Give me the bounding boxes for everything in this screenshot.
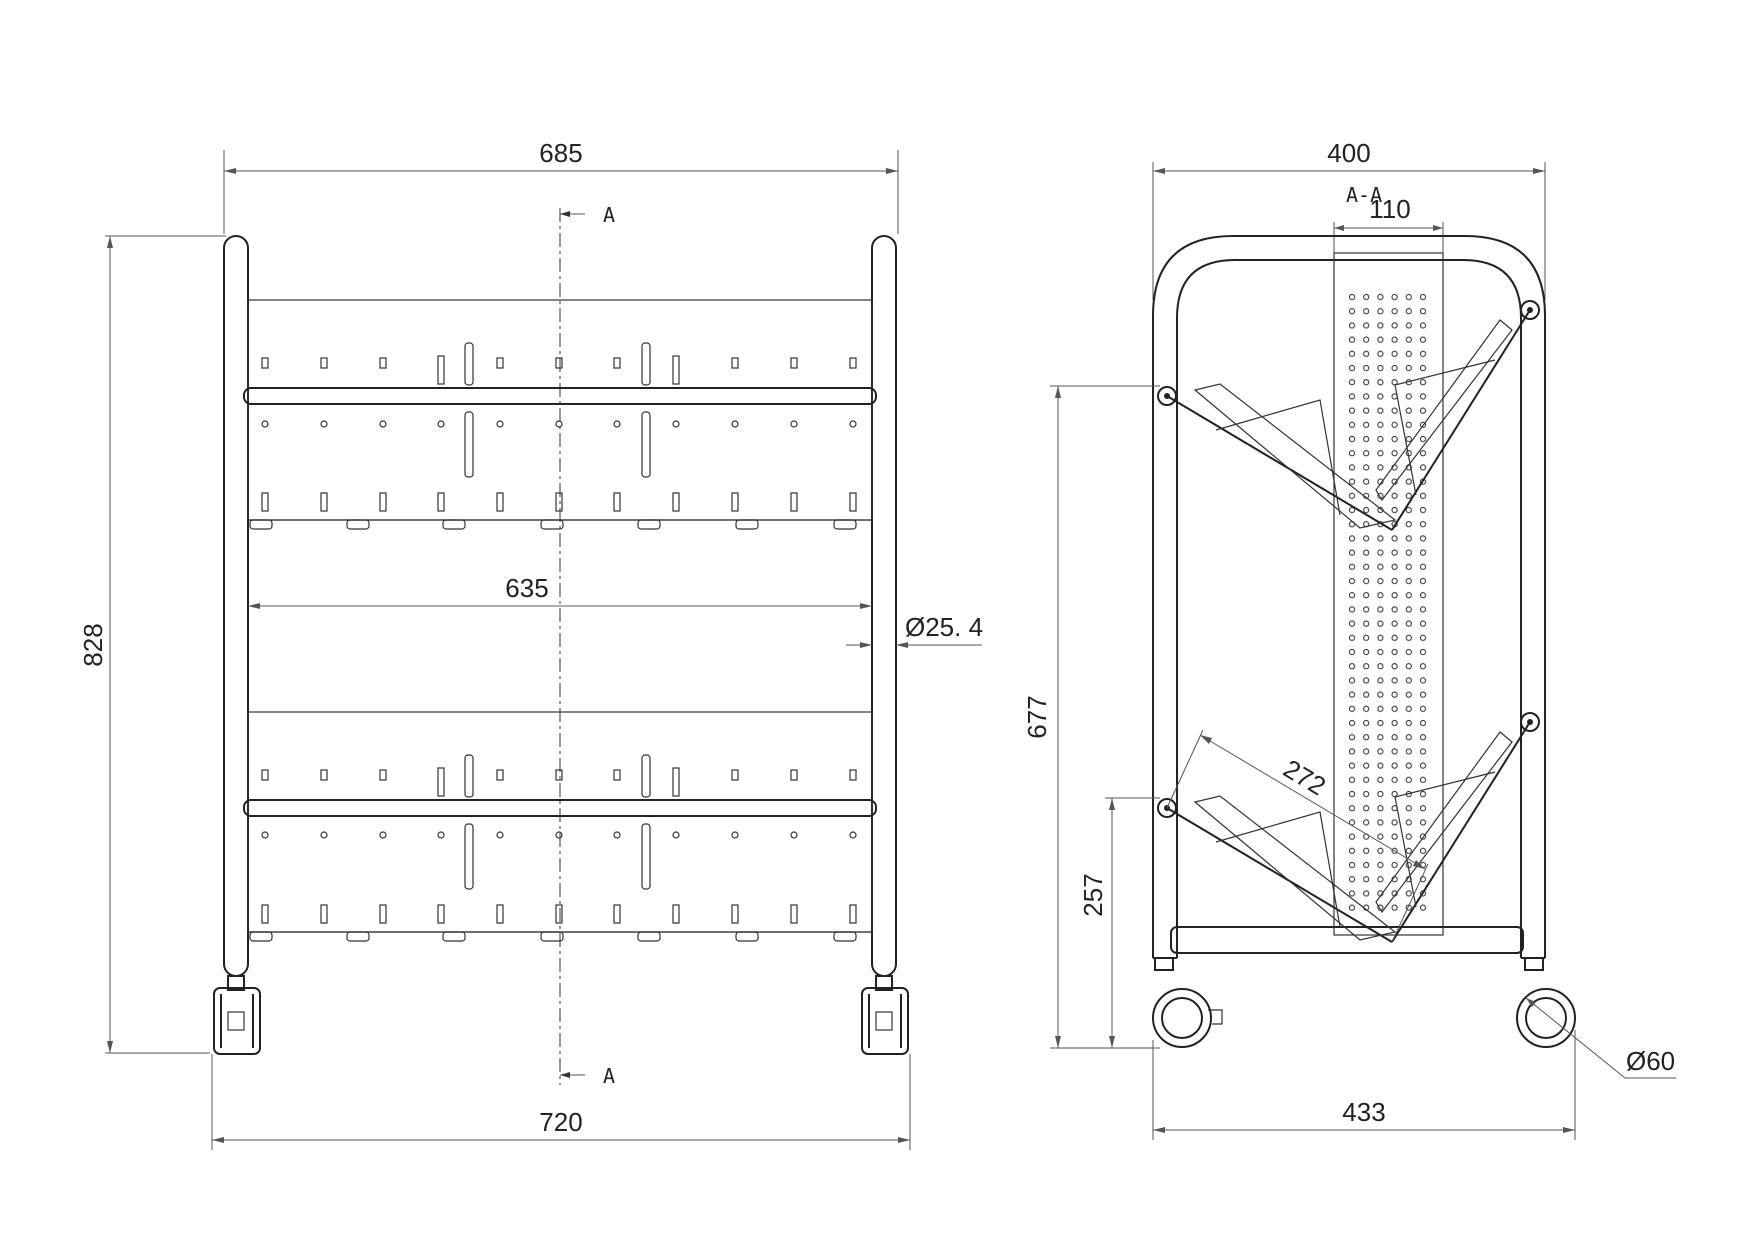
front-right-caster xyxy=(861,975,909,1055)
dim-inner-width-label: 635 xyxy=(505,573,548,603)
dim-total-width-label: 720 xyxy=(539,1107,582,1137)
dim-caster-diameter-label: Ø60 xyxy=(1626,1046,1675,1076)
section-line: A A xyxy=(559,203,615,1088)
dim-panel-width-label: 110 xyxy=(1369,194,1410,224)
dim-overall-width-label: 685 xyxy=(539,138,582,168)
front-left-caster xyxy=(213,975,261,1055)
side-frame xyxy=(1152,235,1546,959)
dim-upper-height: 677 xyxy=(1022,385,1160,1049)
right-upright xyxy=(871,235,897,977)
dim-panel-width: 110 xyxy=(1333,194,1444,256)
dim-pipe-diameter-label: Ø25. 4 xyxy=(905,612,983,642)
perforated-panel xyxy=(1333,252,1444,936)
dim-height-label: 828 xyxy=(78,623,108,666)
dim-total-width: 720 xyxy=(211,1054,911,1150)
side-right-caster xyxy=(1516,957,1576,1048)
dim-upper-height-label: 677 xyxy=(1022,695,1052,738)
side-view: A-A 400 110 xyxy=(1022,138,1676,1140)
base-bar xyxy=(1170,926,1524,954)
dim-total-depth-label: 433 xyxy=(1342,1097,1385,1127)
dim-shelf-length-label: 272 xyxy=(1278,753,1331,801)
dim-depth-label: 400 xyxy=(1327,138,1370,168)
dim-depth: 400 xyxy=(1152,138,1546,300)
left-upright xyxy=(223,235,249,977)
front-view: 685 828 xyxy=(78,138,983,1150)
dim-lower-height: 257 xyxy=(1078,797,1160,1048)
dim-lower-height-label: 257 xyxy=(1078,873,1108,916)
section-label: A-A xyxy=(1346,183,1382,207)
dim-height: 828 xyxy=(78,235,226,1054)
section-mark-top: A xyxy=(603,203,615,227)
upper-shelf xyxy=(1157,300,1540,531)
section-mark-bottom: A xyxy=(603,1064,615,1088)
dim-caster-diameter: Ø60 xyxy=(1525,997,1676,1079)
dim-inner-width: 635 xyxy=(248,573,872,609)
lower-shelf xyxy=(1157,712,1540,943)
side-left-caster xyxy=(1152,957,1223,1048)
upper-basket-holes xyxy=(249,342,857,530)
lower-basket-holes xyxy=(249,754,857,942)
dim-pipe-diameter: Ø25. 4 xyxy=(846,612,983,648)
dim-overall-width: 685 xyxy=(223,138,899,234)
dim-total-depth: 433 xyxy=(1152,1030,1576,1140)
